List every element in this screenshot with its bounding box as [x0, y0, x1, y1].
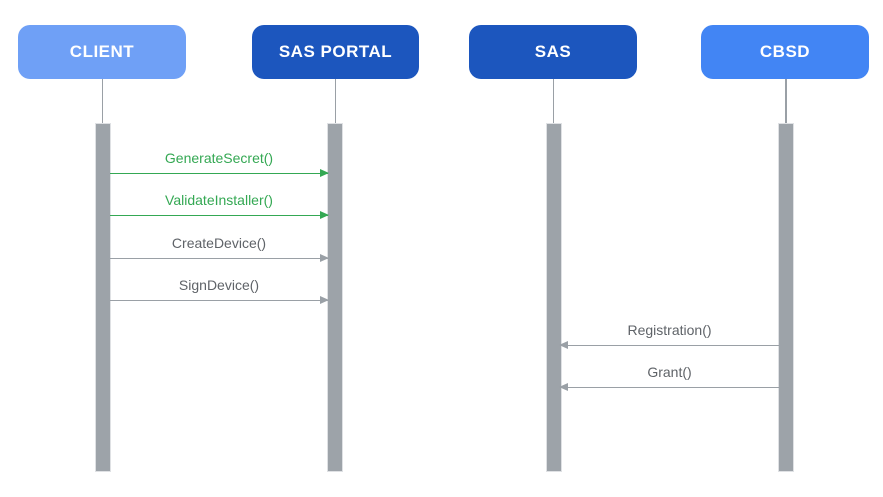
message-create-device: CreateDevice() [110, 229, 329, 263]
arrow-line [110, 214, 328, 216]
activation-bar-cbsd [779, 124, 793, 471]
message-label: Grant() [647, 364, 692, 380]
actor-box-sas: SAS [469, 25, 637, 79]
arrowhead-left-icon [559, 341, 568, 350]
message-sign-device: SignDevice() [110, 271, 329, 305]
actor-label-sas: SAS [534, 42, 572, 61]
arrow-line [110, 257, 328, 259]
arrow-line [110, 299, 328, 301]
lifeline-client [101, 79, 103, 124]
lifeline-sas-portal [334, 79, 336, 124]
actor-box-cbsd: CBSD [701, 25, 869, 79]
actor-label-cbsd: CBSD [759, 42, 811, 61]
arrowhead-right-icon [320, 169, 329, 178]
lifeline-cbsd [785, 79, 787, 124]
arrow-line [560, 344, 779, 346]
message-label: ValidateInstaller() [165, 192, 273, 208]
actor-label-sas-portal: SAS PORTAL [278, 42, 393, 61]
message-validate-installer: ValidateInstaller() [110, 186, 329, 220]
activation-bar-sas-portal [328, 124, 342, 471]
actor-box-sas-portal: SAS PORTAL [252, 25, 419, 79]
message-label: GenerateSecret() [164, 150, 274, 166]
arrowhead-right-icon [320, 254, 329, 263]
message-registration: Registration() [559, 316, 779, 350]
arrow-line [560, 386, 779, 388]
actor-box-client: CLIENT [18, 25, 186, 79]
actor-label-client: CLIENT [69, 42, 135, 61]
message-label: CreateDevice() [171, 235, 267, 251]
arrow-line [110, 172, 328, 174]
message-label: SignDevice() [178, 277, 260, 293]
message-generate-secret: GenerateSecret() [110, 144, 329, 178]
activation-bar-sas [547, 124, 561, 471]
message-label: Registration() [627, 322, 712, 338]
arrowhead-right-icon [320, 296, 329, 305]
arrowhead-left-icon [559, 383, 568, 392]
message-grant: Grant() [559, 358, 779, 392]
activation-bar-client [96, 124, 110, 471]
arrowhead-right-icon [320, 211, 329, 220]
lifeline-sas [552, 79, 554, 124]
